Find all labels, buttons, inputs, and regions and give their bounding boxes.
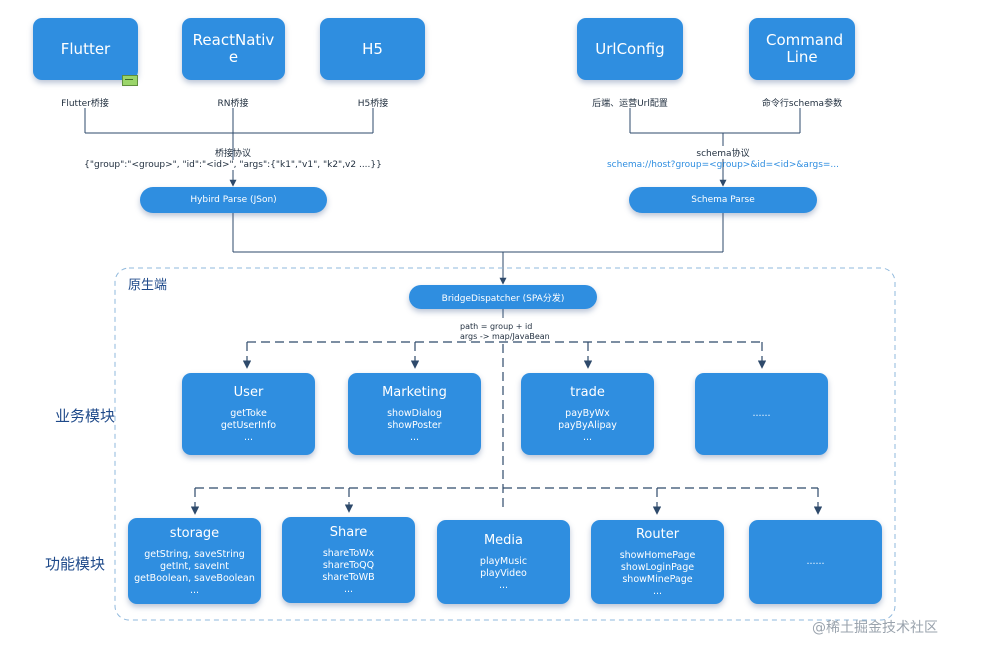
flutter-caption: Flutter桥接 (61, 99, 109, 109)
battery-icon (122, 75, 138, 86)
command-line-box: Command Line (749, 18, 855, 80)
react-native-title: ReactNative (192, 31, 275, 66)
bridge-protocol-title: 桥接协议 (214, 149, 251, 159)
module-title: User (233, 384, 264, 400)
h5-box: H5 (320, 18, 425, 80)
module-storage: storage getString, saveString getInt, sa… (128, 518, 261, 604)
schema-parse-box: Schema Parse (629, 187, 817, 213)
module-title: Media (483, 532, 524, 548)
module-title: trade (570, 384, 605, 400)
h5-caption: H5桥接 (357, 99, 389, 109)
module-user: User getToke getUserInfo ... (182, 373, 315, 455)
command-line-title: Command Line (766, 31, 844, 66)
flutter-box: Flutter (33, 18, 138, 80)
module-line: getBoolean, saveBoolean (134, 572, 255, 584)
functional-modules-label: 功能模块 (45, 555, 106, 573)
module-line: ...... (752, 408, 771, 419)
module-line: getUserInfo (220, 419, 277, 431)
rn-caption: RN桥接 (217, 99, 249, 109)
module-line: ... (652, 585, 663, 597)
module-line: showPoster (387, 419, 442, 431)
module-line: playVideo (480, 567, 527, 579)
module-line: ... (243, 431, 254, 443)
module-more-functional: ...... (749, 520, 882, 604)
module-title: Router (635, 526, 680, 542)
module-line: ...... (806, 556, 825, 567)
urlconfig-box: UrlConfig (577, 18, 683, 80)
urlconfig-caption: 后端、运营Url配置 (592, 99, 668, 109)
flutter-title: Flutter (60, 39, 111, 58)
business-modules-label: 业务模块 (55, 407, 116, 425)
schema-protocol-text: schema://host?group=<group>&id=<id>&args… (606, 160, 840, 170)
module-title: storage (169, 525, 220, 541)
module-line: getInt, saveInt (160, 560, 229, 572)
module-line: showLoginPage (620, 561, 695, 573)
module-line: showDialog (387, 407, 442, 419)
module-line: ... (189, 584, 200, 596)
module-trade: trade payByWx payByAlipay ... (521, 373, 654, 455)
module-title: Share (329, 524, 368, 540)
module-line: ... (582, 431, 593, 443)
module-router: Router showHomePage showLoginPage showMi… (591, 520, 724, 604)
schema-protocol-title: schema协议 (683, 146, 763, 159)
module-title: Marketing (382, 384, 447, 400)
module-line: getString, saveString (144, 548, 245, 560)
bridge-dispatcher-box: BridgeDispatcher (SPA分发) (409, 285, 597, 309)
module-line: ... (343, 583, 354, 595)
native-region-title: 原生端 (128, 278, 168, 293)
watermark: @稀土掘金技术社区 (812, 620, 938, 636)
command-line-caption: 命令行schema参数 (761, 99, 843, 109)
module-line: shareToQQ (322, 559, 375, 571)
module-line: ... (498, 579, 509, 591)
react-native-box: ReactNative (182, 18, 285, 80)
module-line: getToke (230, 407, 267, 419)
module-line: shareToWx (322, 547, 375, 559)
module-more-business: ...... (695, 373, 828, 455)
h5-title: H5 (362, 39, 383, 58)
module-marketing: Marketing showDialog showPoster ... (348, 373, 481, 455)
module-share: Share shareToWx shareToQQ shareToWB ... (282, 517, 415, 603)
mapping-line-1: path = group + id (460, 322, 533, 331)
module-line: shareToWB (322, 571, 375, 583)
module-line: playMusic (479, 555, 528, 567)
urlconfig-title: UrlConfig (595, 39, 665, 58)
module-line: showHomePage (619, 549, 696, 561)
mapping-line-2: args -> map/JavaBean (460, 332, 550, 341)
module-line: payByWx (565, 407, 610, 419)
module-line: ... (409, 431, 420, 443)
module-line: showMinePage (622, 573, 693, 585)
module-line: payByAlipay (558, 419, 617, 431)
bridge-protocol-text: {"group":"<group>", "id":"<id>", "args":… (83, 160, 383, 170)
module-media: Media playMusic playVideo ... (437, 520, 570, 604)
hybird-parse-box: Hybird Parse (JSon) (140, 187, 327, 213)
